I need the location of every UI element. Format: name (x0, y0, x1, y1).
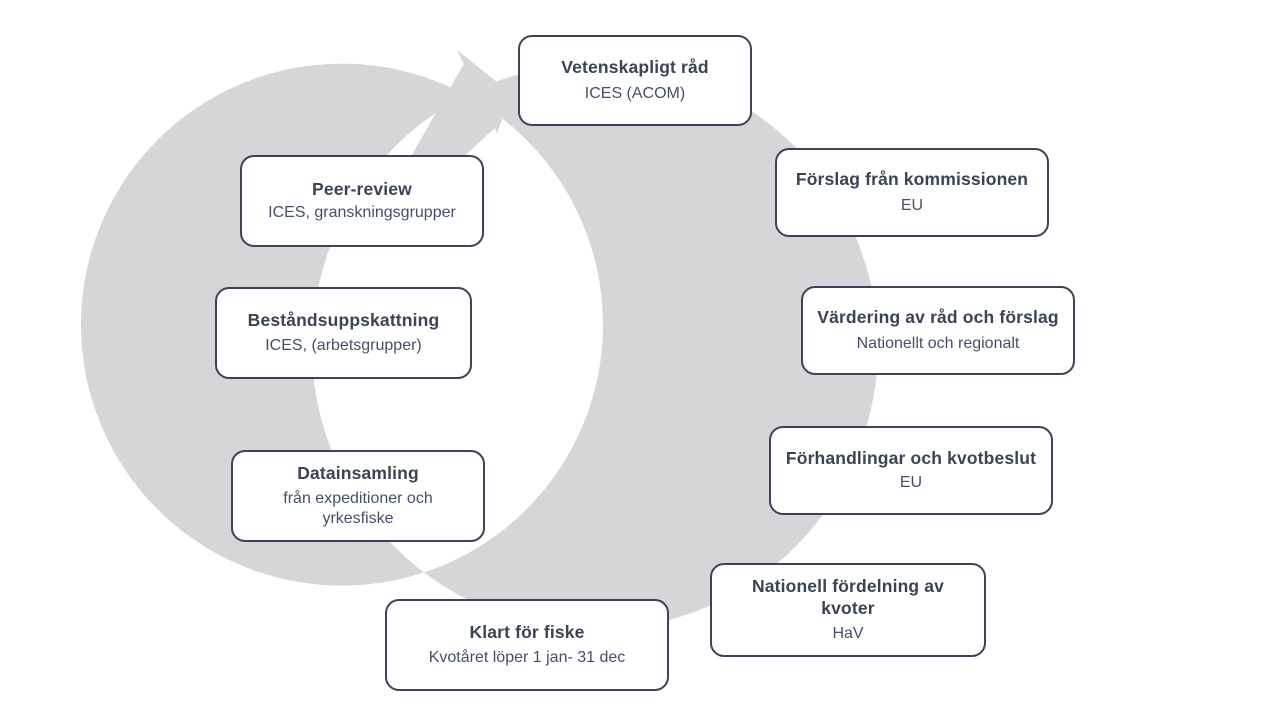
node-forhandlingar-och-kvotbeslut[interactable]: Förhandlingar och kvotbeslut EU (769, 426, 1053, 515)
node-peer-review[interactable]: Peer-review ICES, granskningsgrupper (240, 155, 484, 247)
node-nationell-fordelning-av-kvoter[interactable]: Nationell fördelning av kvoter HaV (710, 563, 986, 657)
node-title: Vetenskapligt råd (561, 57, 709, 78)
node-subtitle: Kvotåret löper 1 jan- 31 dec (428, 649, 626, 667)
node-vardering-av-rad-och-forslag[interactable]: Värdering av råd och förslag Nationellt … (801, 286, 1075, 375)
node-title: Peer-review (312, 178, 412, 199)
node-subtitle: EU (899, 473, 923, 491)
node-subtitle: ICES, (arbetsgrupper) (265, 337, 422, 355)
node-subtitle: från expeditioner och yrkesfiske (283, 490, 433, 528)
node-title: Förhandlingar och kvotbeslut (785, 448, 1037, 469)
node-title: Förslag från kommissionen (795, 169, 1029, 190)
node-subtitle: Nationellt och regionalt (856, 334, 1020, 352)
node-subtitle: ICES (ACOM) (584, 84, 686, 102)
node-title: Nationell fördelning av kvoter (751, 576, 945, 618)
node-bestandsuppskattning[interactable]: Beståndsuppskattning ICES, (arbetsgruppe… (215, 287, 472, 379)
node-subtitle: HaV (832, 624, 864, 642)
node-klart-for-fiske[interactable]: Klart för fiske Kvotåret löper 1 jan- 31… (385, 599, 669, 691)
node-title: Värdering av råd och förslag (817, 307, 1059, 328)
circular-flow-arrow-body (80, 63, 878, 630)
node-subtitle: ICES, granskningsgrupper (268, 204, 456, 222)
node-title: Beståndsuppskattning (247, 309, 440, 330)
node-forslag-fran-kommissionen[interactable]: Förslag från kommissionen EU (775, 148, 1049, 237)
node-title: Klart för fiske (469, 621, 585, 642)
node-vetenskapligt-rad[interactable]: Vetenskapligt råd ICES (ACOM) (518, 35, 752, 126)
node-title: Datainsamling (297, 462, 419, 483)
node-subtitle: EU (900, 196, 924, 214)
node-datainsamling[interactable]: Datainsamling från expeditioner och yrke… (231, 450, 485, 542)
